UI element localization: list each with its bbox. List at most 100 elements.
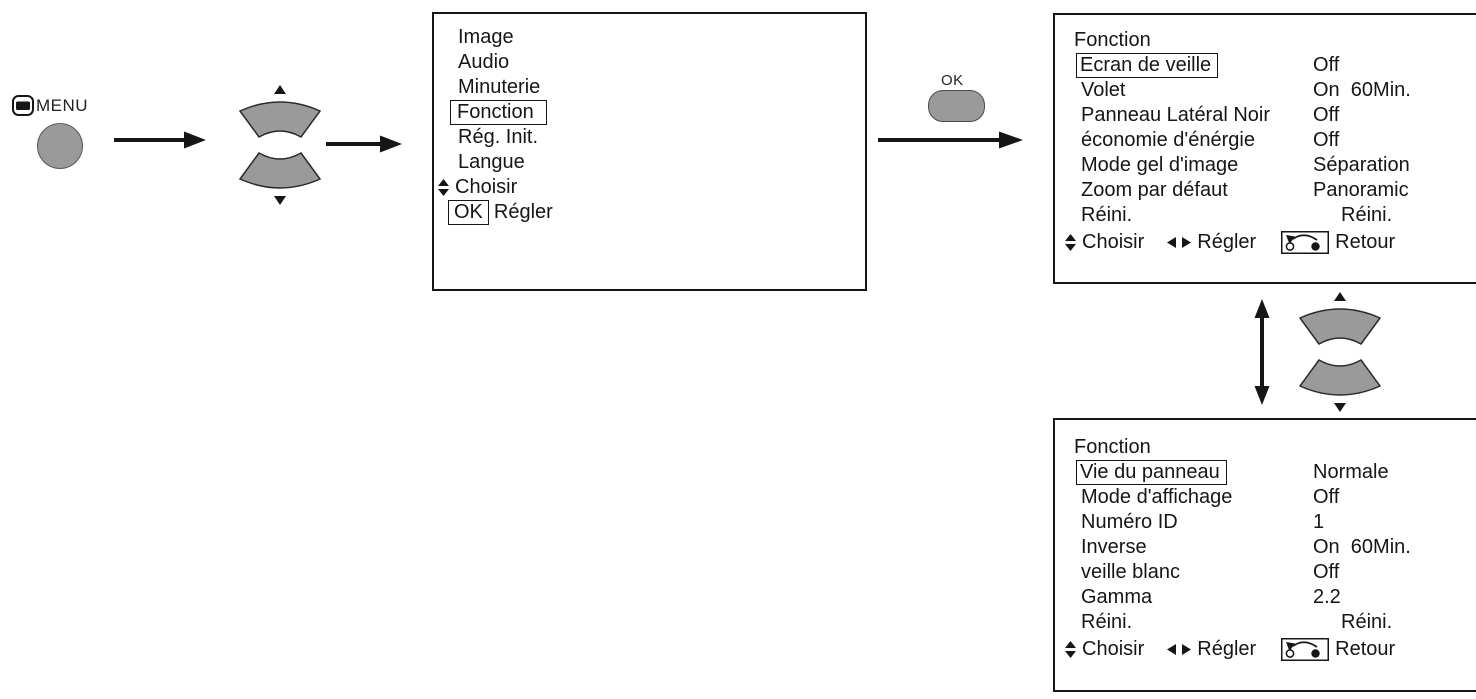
return-hint-label: Retour <box>1335 637 1396 660</box>
menu-row: Vie du panneau Normale <box>1076 460 1476 485</box>
menu-item-value: Panoramic <box>1313 179 1409 201</box>
choose-hint-label: Choisir <box>1082 230 1145 253</box>
rocker-down-button <box>1298 359 1382 396</box>
menu-row: Mode gel d'image Séparation <box>1081 153 1476 178</box>
up-triangle-icon <box>274 85 286 94</box>
menu-item-langue[interactable]: Langue <box>458 151 525 173</box>
menu-item-value: Off <box>1313 561 1340 583</box>
menu-row: Réini. Réini. <box>1081 610 1476 635</box>
menu-row: Panneau Latéral Noir Off <box>1081 103 1476 128</box>
swap-arrow-vertical <box>1254 299 1270 405</box>
menu-item-label[interactable]: Panneau Latéral Noir <box>1081 104 1271 126</box>
flow-arrow-right-3 <box>878 131 1023 149</box>
menu-item-fonction[interactable]: Fonction <box>450 100 865 125</box>
menu-item-value: 2.2 <box>1313 586 1341 608</box>
menu-button[interactable] <box>37 123 83 169</box>
menu-item-label[interactable]: Ecran de veille <box>1076 53 1219 78</box>
flow-arrow-right-1 <box>114 131 206 149</box>
menu-item-image[interactable]: Image <box>458 26 514 48</box>
set-hint-label: Régler <box>493 201 553 223</box>
menu-item-label[interactable]: Vie du panneau <box>1076 460 1227 485</box>
ok-key-icon: OK <box>448 200 489 225</box>
menu-item-value: Off <box>1313 129 1340 151</box>
rocker-up-button <box>238 101 322 138</box>
adjust-hint: Régler <box>1167 637 1256 662</box>
menu-row: veille blanc Off <box>1081 560 1476 585</box>
menu-item-label[interactable]: Numéro ID <box>1081 511 1178 533</box>
return-hint-label: Retour <box>1335 230 1396 253</box>
menu-item-value: Off <box>1313 54 1340 76</box>
menu-row: Numéro ID 1 <box>1081 510 1476 535</box>
return-hint: Retour <box>1281 230 1395 255</box>
ok-button-label: OK <box>941 72 964 89</box>
menu-item-label[interactable]: Mode gel d'image <box>1081 154 1239 176</box>
return-icon <box>1281 230 1330 254</box>
up-down-rocker-button[interactable] <box>236 85 324 205</box>
menu-item-label[interactable]: Gamma <box>1081 586 1153 608</box>
fonction-menu-panel-top: Fonction Ecran de veille Off Volet On 60… <box>1053 13 1476 284</box>
choose-hint: Choisir <box>438 175 865 200</box>
selected-item-box: Fonction <box>450 100 547 125</box>
menu-item-minuterie[interactable]: Minuterie <box>458 76 541 98</box>
menu-item-label[interactable]: Réini. <box>1081 204 1133 226</box>
adjust-hint: Régler <box>1167 230 1256 255</box>
menu-item-label[interactable]: Mode d'affichage <box>1081 486 1233 508</box>
menu-item-value: Réini. <box>1341 611 1393 633</box>
choose-icon <box>1065 640 1076 658</box>
down-triangle-icon <box>274 196 286 205</box>
adjust-hint-label: Régler <box>1197 230 1257 253</box>
choose-hint-label: Choisir <box>1082 637 1145 660</box>
return-hint: Retour <box>1281 637 1395 662</box>
menu-button-group: MENU <box>12 95 88 169</box>
flow-arrow-right-2 <box>326 135 402 153</box>
menu-item-value: Séparation <box>1313 154 1410 176</box>
adjust-icon <box>1167 643 1192 655</box>
menu-item-value: On 60Min. <box>1313 79 1411 101</box>
menu-item-value: Réini. <box>1341 204 1393 226</box>
hint-bar: Choisir Régler Retour <box>1065 229 1476 255</box>
menu-item-value: Off <box>1313 486 1340 508</box>
menu-row: Zoom par défaut Panoramic <box>1081 178 1476 203</box>
menu-button-label: MENU <box>36 95 89 115</box>
choose-hint: Choisir <box>1065 230 1144 255</box>
menu-item-reg-init[interactable]: Rég. Init. <box>458 126 539 148</box>
ok-button[interactable] <box>928 90 985 122</box>
menu-item-label[interactable]: économie d'énérgie <box>1081 129 1255 151</box>
menu-row: Réini. Réini. <box>1081 203 1476 228</box>
menu-row: Volet On 60Min. <box>1081 78 1476 103</box>
up-down-rocker-button[interactable] <box>1296 292 1384 412</box>
choose-hint-label: Choisir <box>455 176 518 198</box>
menu-item-audio[interactable]: Audio <box>458 51 510 73</box>
menu-row: économie d'énérgie Off <box>1081 128 1476 153</box>
fonction-menu-panel-bottom: Fonction Vie du panneau Normale Mode d'a… <box>1053 418 1476 692</box>
menu-item-value: 1 <box>1313 511 1325 533</box>
return-icon <box>1281 637 1330 661</box>
menu-item-label[interactable]: Zoom par défaut <box>1081 179 1228 201</box>
up-triangle-icon <box>1334 292 1346 301</box>
main-menu-panel: Image Audio Minuterie Fonction Rég. Init… <box>432 12 867 291</box>
menu-item-label[interactable]: Inverse <box>1081 536 1147 558</box>
adjust-icon <box>1167 236 1192 248</box>
menu-item-label[interactable]: veille blanc <box>1081 561 1180 583</box>
menu-row: Gamma 2.2 <box>1081 585 1476 610</box>
choose-hint: Choisir <box>1065 637 1144 662</box>
menu-row: Ecran de veille Off <box>1076 53 1476 78</box>
menu-row: Mode d'affichage Off <box>1081 485 1476 510</box>
menu-title: Fonction <box>1074 436 1151 458</box>
menu-item-value: Off <box>1313 104 1340 126</box>
menu-title: Fonction <box>1074 29 1151 51</box>
rocker-up-button <box>1298 308 1382 345</box>
menu-icon <box>12 95 34 116</box>
rocker-down-button <box>238 152 322 189</box>
adjust-hint-label: Régler <box>1197 637 1257 660</box>
down-triangle-icon <box>1334 403 1346 412</box>
menu-item-value: Normale <box>1313 461 1389 483</box>
menu-item-value: On 60Min. <box>1313 536 1411 558</box>
choose-icon <box>438 179 449 196</box>
menu-item-label[interactable]: Volet <box>1081 79 1126 101</box>
choose-icon <box>1065 233 1076 251</box>
hint-bar: Choisir Régler Retour <box>1065 636 1476 662</box>
menu-item-label[interactable]: Réini. <box>1081 611 1133 633</box>
